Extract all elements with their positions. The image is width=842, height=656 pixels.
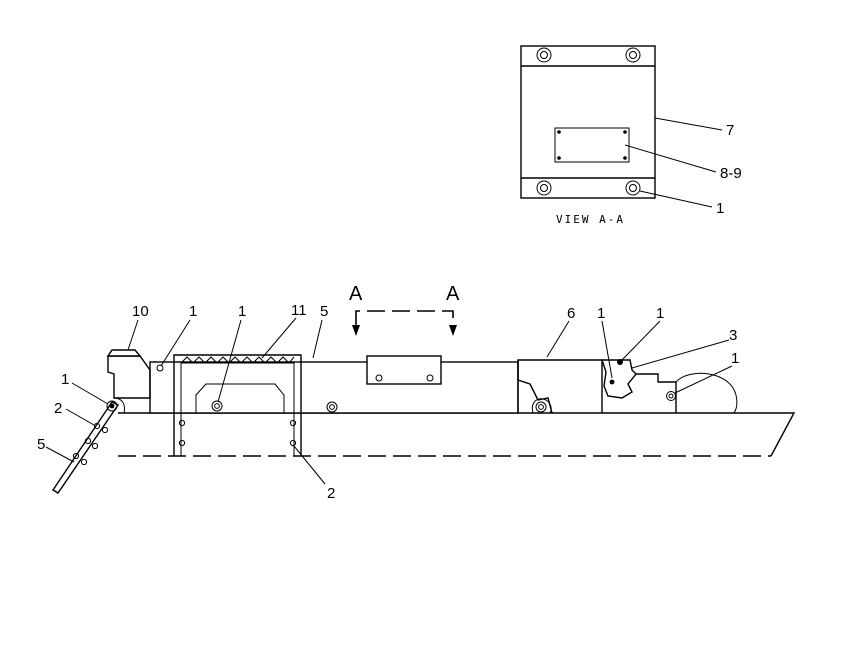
right-bracket [636, 373, 677, 413]
leader-line [621, 320, 661, 361]
serrated-edge [180, 356, 295, 364]
leader-line [312, 319, 323, 359]
cover-plate [366, 355, 442, 385]
angled-strap-5 [52, 401, 120, 494]
leader-line [71, 382, 109, 405]
bracket-11 [173, 354, 302, 456]
callout-label: 11 [291, 302, 307, 319]
plate-rivet [623, 156, 627, 160]
bracket-window [195, 383, 285, 413]
leader-line [293, 445, 326, 485]
callout-label: 5 [37, 436, 45, 453]
view-a-a: 7 8-9 1 VIEW A-A [520, 45, 742, 226]
leader-line [639, 190, 713, 208]
bolt-icon [211, 400, 223, 412]
bracket-11-inner [180, 362, 295, 456]
arrow-down-icon [352, 325, 360, 336]
view-panel-outer [520, 45, 656, 199]
leader-line [601, 320, 613, 379]
bolt-icon [617, 359, 623, 365]
callout-label: 1 [716, 200, 724, 217]
leader-line [45, 446, 75, 463]
plate-rivet [557, 156, 561, 160]
section-cut-line [355, 310, 454, 325]
callout-label: 2 [327, 485, 335, 502]
main-assembly: 10 1 1 11 5 6 1 1 3 1 1 2 5 2 [37, 302, 796, 502]
bolt-icon [326, 401, 338, 413]
end-cap-top [106, 349, 142, 357]
callout-label: 3 [729, 327, 737, 344]
plate-rivet [623, 130, 627, 134]
end-cap-10 [107, 355, 151, 399]
bracket-bolts [178, 419, 297, 447]
callout-label: 1 [61, 371, 69, 388]
section-mark: A [349, 283, 363, 305]
view-caption: VIEW A-A [556, 213, 625, 226]
housing-lug [531, 398, 552, 414]
callout-label: 7 [726, 122, 734, 139]
leader-line [261, 317, 297, 359]
callout-label: 2 [54, 400, 62, 417]
section-line-a-a: A A [349, 283, 460, 336]
housing-section-6 [517, 359, 603, 413]
leader-line [546, 320, 570, 358]
callout-label: 1 [238, 303, 246, 320]
base-frame [118, 412, 796, 457]
leader-line [654, 117, 723, 131]
hinge-arc [675, 372, 738, 414]
bolt-icon [426, 374, 434, 382]
leader-line [674, 365, 733, 394]
callout-label: 6 [567, 305, 575, 322]
plate-rivet [557, 130, 561, 134]
arrow-down-icon [449, 325, 457, 336]
callout-label: 8-9 [720, 165, 742, 182]
bolt-icon [156, 364, 164, 372]
leader-line [624, 144, 717, 173]
latch-3 [601, 359, 637, 399]
bolt-icon [666, 391, 676, 401]
bolt-icon [375, 374, 383, 382]
callout-label: 5 [320, 303, 328, 320]
callout-label: 1 [597, 305, 605, 322]
callout-label: 1 [731, 350, 739, 367]
leader-line [160, 319, 191, 367]
bolt-icon [609, 379, 615, 385]
housing-cutout [517, 360, 553, 414]
strap-bolts [72, 422, 109, 466]
bolt-icon [536, 180, 552, 196]
callout-label: 10 [132, 303, 149, 320]
bolt-icon [625, 180, 641, 196]
leader-line [127, 319, 139, 351]
callout-label: 1 [189, 303, 197, 320]
section-mark: A [446, 283, 460, 305]
main-body [149, 361, 519, 414]
bolt-icon [536, 47, 552, 63]
bolt-icon [106, 400, 118, 412]
bolt-icon [535, 401, 547, 413]
callout-label: 1 [656, 305, 664, 322]
identification-plate [554, 127, 630, 163]
bolt-icon [625, 47, 641, 63]
leader-line [65, 408, 95, 426]
leader-line [631, 339, 730, 369]
end-curve [113, 397, 125, 414]
leader-line [217, 319, 242, 403]
